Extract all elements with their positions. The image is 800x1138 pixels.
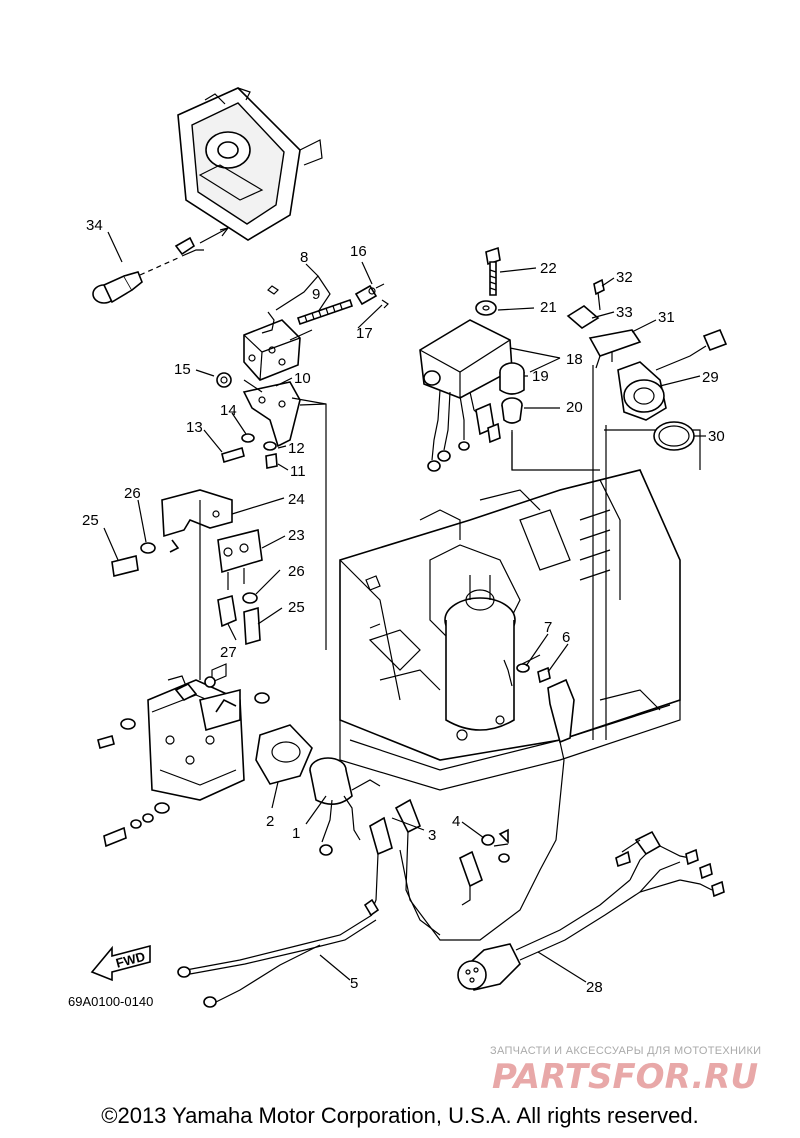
watermark-brand: PARTSFOR.RU: [492, 1057, 758, 1097]
callout-17: 17: [356, 325, 373, 342]
rectifier-drawing: [419, 246, 525, 472]
watermark: ЗАПЧАСТИ И АКСЕССУАРЫ ДЛЯ МОТОТЕХНИКИ PA…: [490, 1045, 761, 1097]
callout-25-left: 25: [82, 512, 99, 529]
callout-labels: 34 8 9 16 17 15 10 14 13 12 11 26 24 25 …: [82, 217, 725, 996]
callout-5: 5: [350, 975, 358, 992]
callout-25-mid: 25: [288, 599, 305, 616]
part-1-starter-relay-drawing: [309, 757, 381, 856]
callout-8: 8: [300, 249, 308, 266]
fwd-arrow-icon: FWD: [90, 944, 151, 982]
callout-13: 13: [186, 419, 203, 436]
copyright-notice: ©2013 Yamaha Motor Corporation, U.S.A. A…: [101, 1103, 699, 1128]
callout-22: 22: [540, 260, 557, 277]
callout-33: 33: [616, 304, 633, 321]
callout-34: 34: [86, 217, 103, 234]
callout-10: 10: [294, 370, 311, 387]
callout-6: 6: [562, 629, 570, 646]
callout-26-mid: 26: [288, 563, 305, 580]
callout-2: 2: [266, 813, 274, 830]
part-2-capacitor-drawing: [255, 724, 313, 785]
callout-15: 15: [174, 361, 191, 378]
parts-6-7-drawing: [399, 659, 575, 941]
callout-4: 4: [452, 813, 460, 830]
callout-30: 30: [708, 428, 725, 445]
callout-12: 12: [288, 440, 305, 457]
callout-18: 18: [566, 351, 583, 368]
callout-29: 29: [702, 369, 719, 386]
callout-21: 21: [540, 299, 557, 316]
fwd-label: FWD: [114, 949, 146, 971]
callout-27: 27: [220, 644, 237, 661]
callout-16: 16: [350, 243, 367, 260]
part-3-battery-lead-drawing: [369, 798, 483, 936]
callout-14: 14: [220, 402, 237, 419]
part-4-drawing: [481, 828, 510, 863]
indicator-assembly-drawing: [566, 278, 728, 451]
part-28-harness-drawing: [457, 830, 725, 991]
part-5-cable-drawing: [177, 898, 380, 1008]
part-34-sensor-drawing: [92, 227, 230, 304]
leader-lines: [103, 231, 706, 983]
relay-bracket-drawing: [111, 489, 263, 683]
callout-1: 1: [292, 825, 300, 842]
callout-19: 19: [532, 368, 549, 385]
callout-32: 32: [616, 269, 633, 286]
bracket-plate-drawing: [177, 87, 323, 241]
diagram-code: 69A0100-0140: [68, 994, 153, 1009]
callout-9: 9: [312, 286, 320, 303]
callout-20: 20: [566, 399, 583, 416]
callout-26-top: 26: [124, 485, 141, 502]
callout-28: 28: [586, 979, 603, 996]
callout-23: 23: [288, 527, 305, 544]
callout-31: 31: [658, 309, 675, 326]
callout-7: 7: [544, 619, 552, 636]
switch-assembly-drawing: [216, 283, 389, 650]
callout-3: 3: [428, 827, 436, 844]
callout-11: 11: [290, 463, 306, 480]
callout-24: 24: [288, 491, 305, 508]
watermark-tagline: ЗАПЧАСТИ И АКСЕССУАРЫ ДЛЯ МОТОТЕХНИКИ: [490, 1045, 761, 1057]
engine-block-drawing: [339, 365, 701, 791]
cdi-unit-drawing: [97, 675, 270, 848]
